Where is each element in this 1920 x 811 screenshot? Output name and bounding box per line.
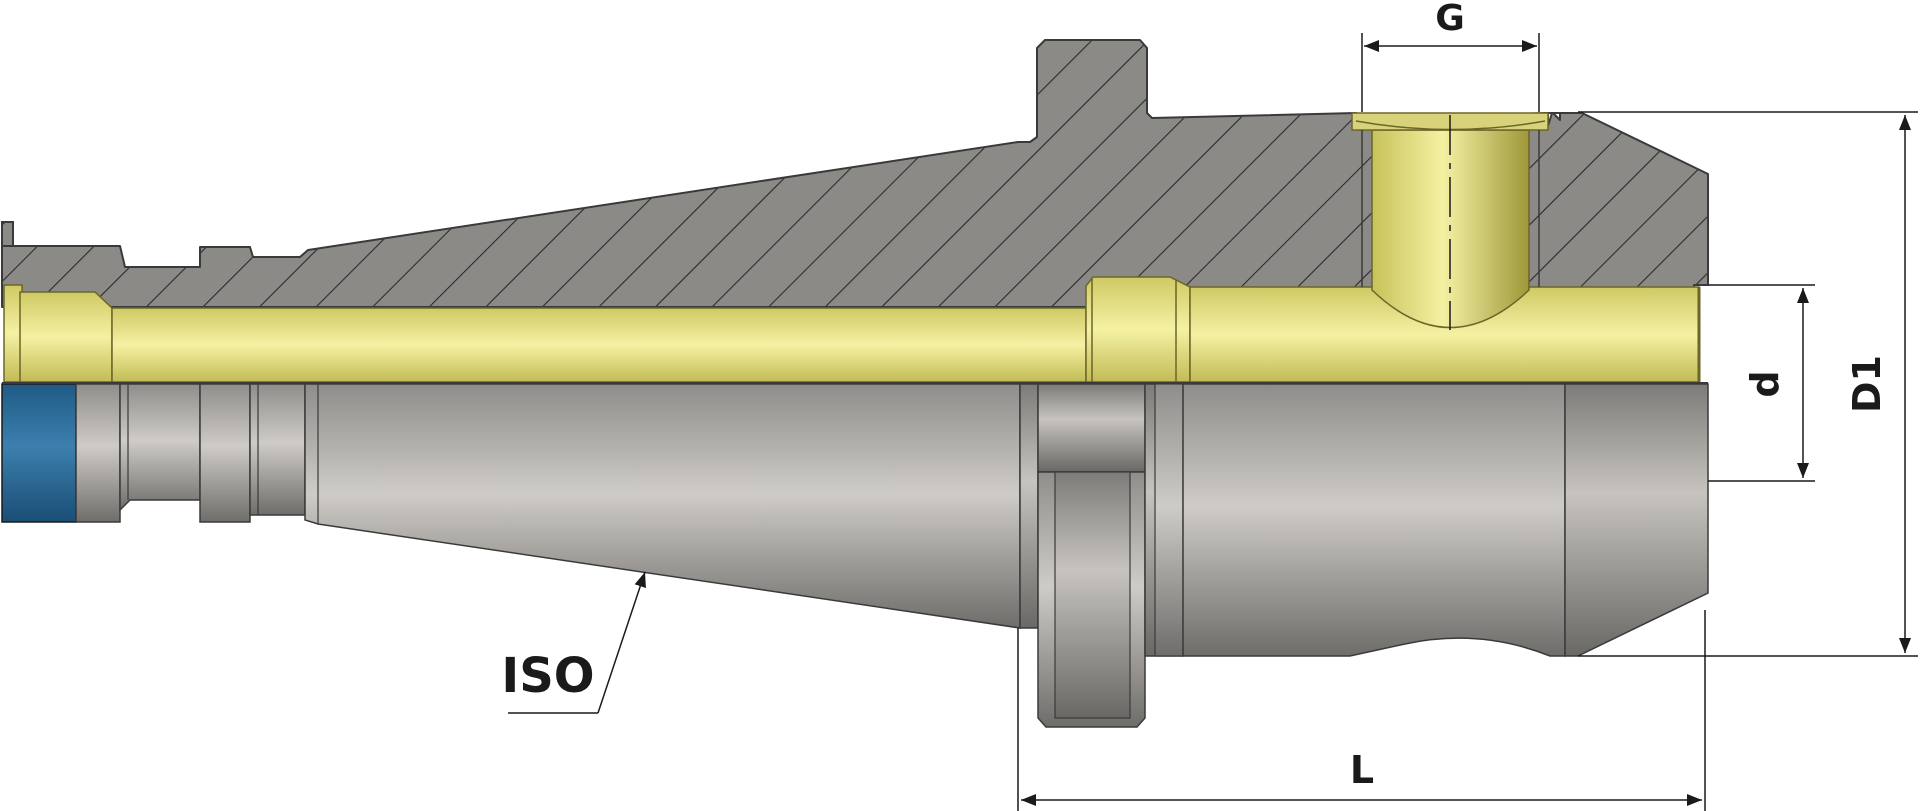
flange-step xyxy=(1019,383,1039,629)
front-nose xyxy=(1564,383,1709,657)
d-label: d xyxy=(1743,370,1787,397)
pull-stud xyxy=(75,383,121,523)
bore-long-channel xyxy=(111,307,1087,383)
bore-left-collar xyxy=(19,291,113,383)
iso-taper xyxy=(304,383,1021,629)
dimensions: G D1 d L ISO xyxy=(501,0,1918,811)
d1-label: D1 xyxy=(1845,355,1889,413)
g-label: G xyxy=(1435,0,1465,39)
external-view xyxy=(1,383,1709,728)
l-label: L xyxy=(1350,748,1374,792)
iso-label: ISO xyxy=(501,648,594,704)
iso-leader xyxy=(597,571,646,714)
retention-knob-cap xyxy=(1,383,77,523)
pull-stud-neck xyxy=(119,383,201,512)
flange-top xyxy=(1037,383,1146,473)
flange-ring xyxy=(1154,383,1184,657)
front-body xyxy=(1182,383,1566,657)
pull-stud-groove xyxy=(199,383,251,523)
bore-mid-collar xyxy=(1085,276,1191,383)
flange-slot xyxy=(1054,471,1131,719)
brass-bore xyxy=(3,112,1701,383)
